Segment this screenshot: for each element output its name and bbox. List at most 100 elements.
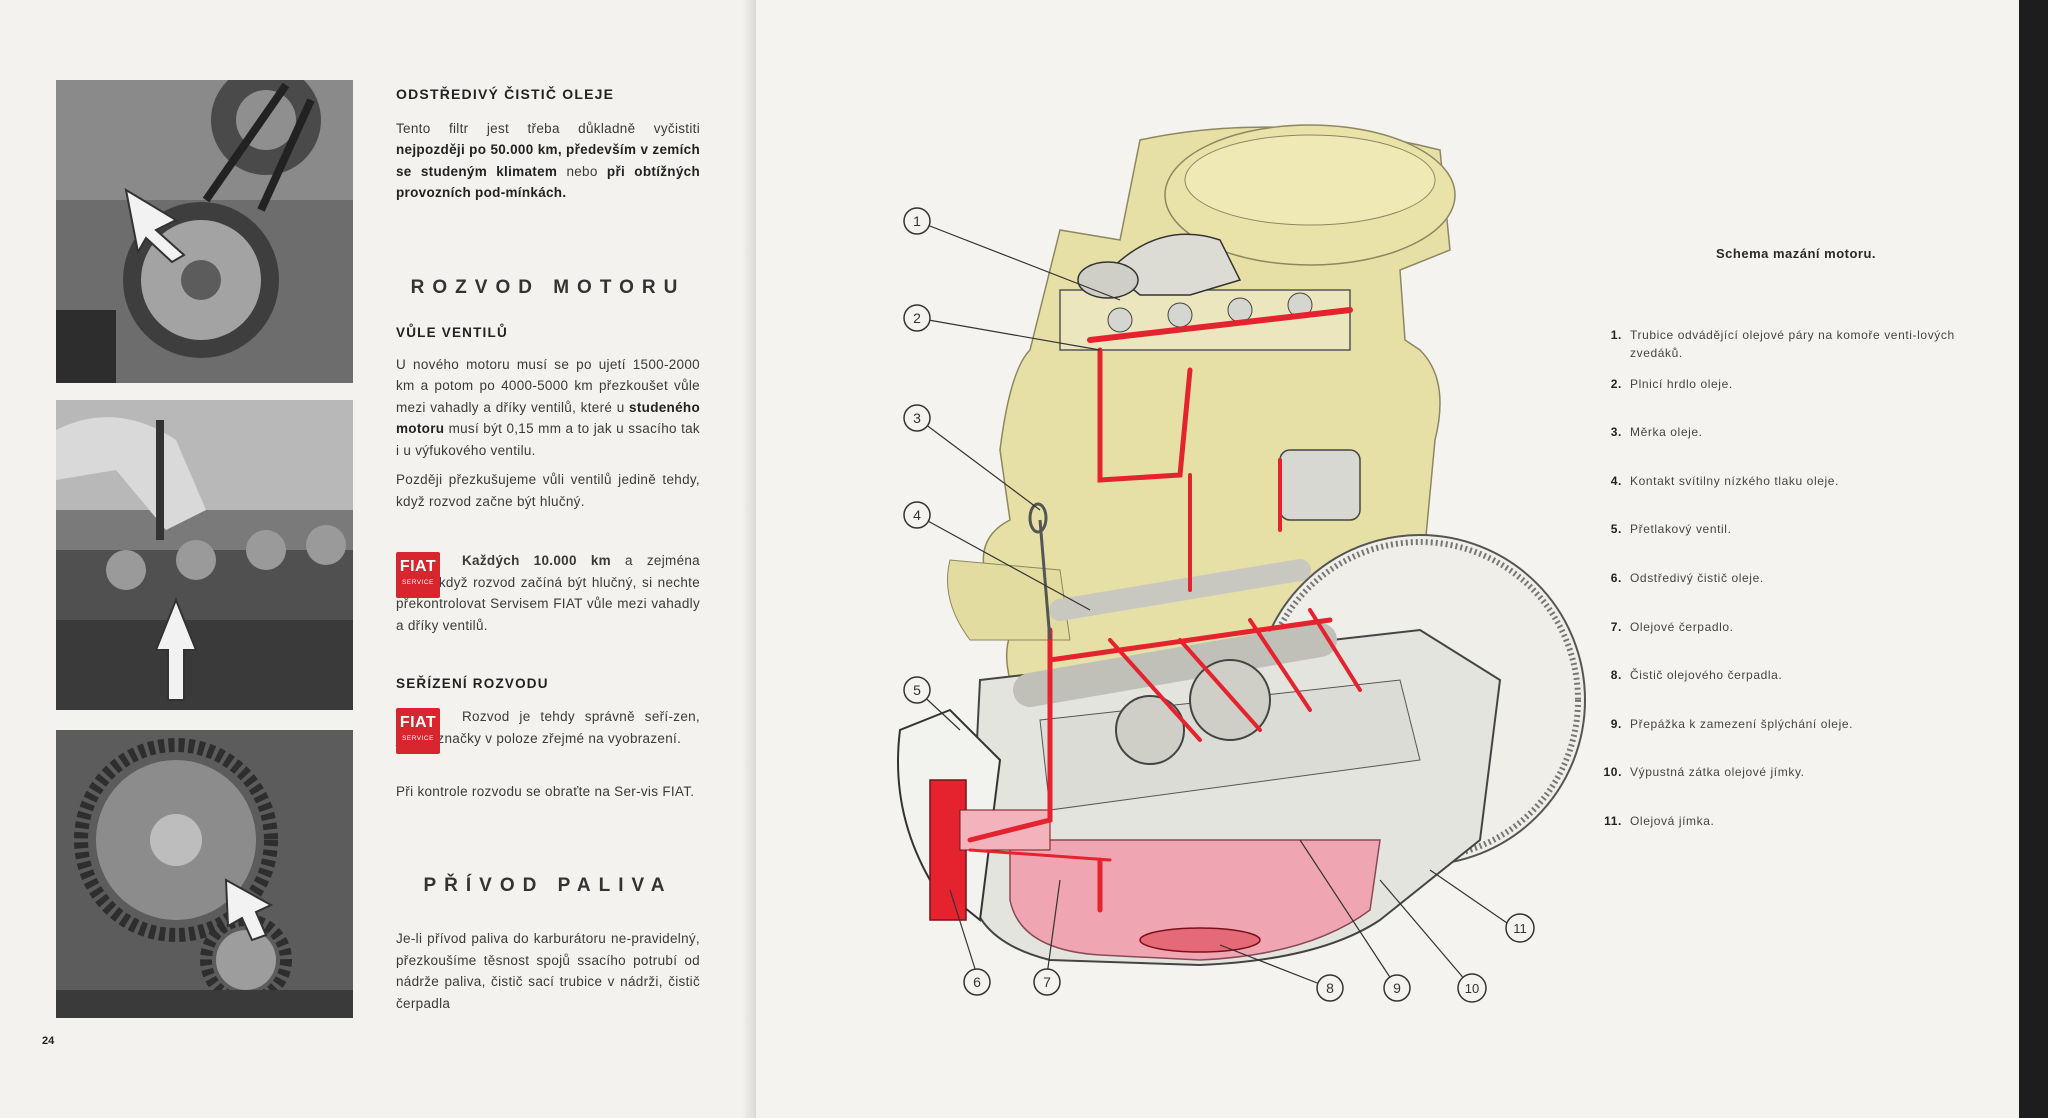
valve-section: VŮLE VENTILŮ U nového motoru musí se po … <box>396 322 700 512</box>
callout-1-label: 1 <box>913 213 921 229</box>
callout-9: 9 <box>1383 974 1411 1002</box>
valve-text-bold: studeného motoru <box>396 399 700 437</box>
legend-item-number: 3. <box>1610 425 1622 440</box>
legend-item: 11. Olejová jímka. <box>1596 812 1990 861</box>
legend-item-text: Výpustná zátka olejové jímky. <box>1630 765 1805 780</box>
legend-item: 2. Plnicí hrdlo oleje. <box>1596 375 1990 424</box>
oil-strainer <box>1139 927 1261 953</box>
legend-item-number: 1. <box>1610 328 1622 342</box>
legend-item: 6. Odstředivý čistič oleje. <box>1596 569 1990 618</box>
valve-text-2: musí být 0,15 mm a to jak u ssacího tak … <box>396 421 700 458</box>
fiat-logo-sub: SERVICE <box>402 735 434 742</box>
callout-8-label: 8 <box>1326 980 1334 996</box>
legend-item-number: 10. <box>1603 765 1622 780</box>
callout-7: 7 <box>1033 968 1061 996</box>
legend-item: 1. Trubice odvádějící olejové páry na kom… <box>1596 326 1990 375</box>
callout-leaders <box>916 220 1508 989</box>
timing-heading: ROZVOD MOTORU <box>410 277 686 298</box>
legend-item-text: Přetlakový ventil. <box>1630 522 1732 537</box>
adjust-heading: SEŘÍZENÍ ROZVODU <box>396 676 549 691</box>
legend-item-number: 4. <box>1610 473 1622 488</box>
callout-8: 8 <box>1316 974 1344 1002</box>
schema-title: Schema mazání motoru. <box>1716 246 1877 261</box>
photo-timing-chain <box>56 730 353 1018</box>
legend-item-number: 11. <box>1604 813 1622 828</box>
legend-item: 9. Přepážka k zamezení šplýchání oleje. <box>1596 715 1990 764</box>
legend-item-number: 5. <box>1610 522 1622 537</box>
callout-4-label: 4 <box>913 507 921 523</box>
callout-11: 11 <box>1505 913 1535 943</box>
left-page: ODSTŘEDIVÝ ČISTIČ OLEJE Tento filtr jest… <box>0 0 756 1118</box>
legend-item: 8. Čistič olejového čerpadla. <box>1596 666 1990 715</box>
filter-text-bold-2: při obtížných provozních pod-mínkách. <box>396 163 701 201</box>
fuel-heading: PŘÍVOD PALIVA <box>423 875 673 896</box>
centrifugal-filter <box>897 708 1051 922</box>
callout-11-label: 11 <box>1513 921 1527 936</box>
engine-lubrication-diagram: 1 2 3 4 5 6 7 8 9 10 11 <box>897 124 1586 1003</box>
legend-item-text: Přepážka k zamezení šplýchání oleje. <box>1630 716 1854 731</box>
legend-item-text: Čistič olejového čerpadla. <box>1630 668 1783 683</box>
legend-item-number: 7. <box>1610 619 1622 634</box>
filter-text-bold: nejpozději po 50.000 km, především v zem… <box>396 142 700 179</box>
legend-item: 4. Kontakt svítilny nízkého tlaku oleje. <box>1596 472 1990 521</box>
callout-5: 5 <box>903 676 931 704</box>
callout-5-label: 5 <box>913 682 921 698</box>
fuel-paragraph: Je-li přívod paliva do karburátoru ne-pr… <box>396 931 700 1011</box>
adjust-fiat-note: FIAT SERVICE Rozvod je tehdy správně seř… <box>396 706 700 754</box>
callout-4: 4 <box>903 501 931 529</box>
valve-heading: VŮLE VENTILŮ <box>396 325 508 340</box>
photo-centrifugal-oil-filter <box>56 80 353 383</box>
callout-7-label: 7 <box>1043 974 1051 990</box>
legend-item-number: 6. <box>1610 570 1622 585</box>
callout-10-label: 10 <box>1465 981 1479 996</box>
valve-paragraph: U nového motoru musí se po ujetí 1500-20… <box>396 354 700 462</box>
fiat-logo-word: FIAT <box>399 558 437 575</box>
legend-item-number: 2. <box>1610 376 1622 391</box>
legend-item-text: Plnicí hrdlo oleje. <box>1630 376 1733 391</box>
filter-section: ODSTŘEDIVÝ ČISTIČ OLEJE Tento filtr jest… <box>396 84 700 204</box>
photo-valve-clearance-adjustment <box>56 400 353 710</box>
valve-fiat-note: FIAT SERVICE Každých 10.000 km a zejména… <box>396 550 700 636</box>
callout-2: 2 <box>903 304 931 332</box>
oil-passages <box>967 307 1362 913</box>
filter-paragraph: Tento filtr jest třeba důkladně vyčistit… <box>396 118 700 204</box>
callout-6-label: 6 <box>973 974 981 990</box>
valve-fiat-bold: Každých 10.000 km <box>462 553 611 568</box>
legend-item: 3. Měrka oleje. <box>1596 423 1990 472</box>
page-number: 24 <box>42 1035 55 1047</box>
legend-item-text: Kontakt svítilny nízkého tlaku oleje. <box>1630 473 1839 488</box>
valve-text: U nového motoru musí se po ujetí 1500-20… <box>396 356 700 415</box>
fiat-logo-word: FIAT <box>399 714 437 731</box>
adjust-section: SEŘÍZENÍ ROZVODU <box>396 673 700 695</box>
valve-fiat-body: a zejména tehdy, když rozvod začíná být … <box>396 553 700 633</box>
callout-10: 10 <box>1457 973 1487 1003</box>
adjust-fiat-text: Rozvod je tehdy správně seří-zen, jsou-l… <box>396 709 700 746</box>
callout-3: 3 <box>903 404 931 432</box>
valve-paragraph-2: Později přezkušujeme vůli ventilů jedině… <box>396 472 700 509</box>
dipstick-handle <box>1028 502 1048 534</box>
filter-heading: ODSTŘEDIVÝ ČISTIČ OLEJE <box>396 86 615 102</box>
legend-item-text: Měrka oleje. <box>1630 425 1703 440</box>
legend-item-text: Odstředivý čistič oleje. <box>1630 570 1764 585</box>
legend-item-number: 8. <box>1610 668 1622 683</box>
legend-item: 10. Výpustná zátka olejové jímky. <box>1596 763 1990 812</box>
legend-item-text: Olejové čerpadlo. <box>1630 619 1734 634</box>
callout-1: 1 <box>903 207 931 235</box>
legend-item-text: Olejová jímka. <box>1630 813 1715 828</box>
legend-item: 7. Olejové čerpadlo. <box>1596 618 1990 667</box>
callout-9-label: 9 <box>1393 980 1401 996</box>
legend-item-text: Trubice odvádějící olejové páry na komoř… <box>1630 328 1955 360</box>
callout-6: 6 <box>963 968 991 996</box>
legend-item: 5. Přetlakový ventil. <box>1596 520 1990 569</box>
fiat-service-logo: FIAT SERVICE <box>396 552 440 598</box>
adjust-paragraph: Při kontrole rozvodu se obraťte na Ser-v… <box>396 784 695 799</box>
fiat-logo-sub: SERVICE <box>402 579 434 586</box>
dipstick <box>1038 519 1052 641</box>
book-right-edge <box>2019 0 2048 1118</box>
legend-item-number: 9. <box>1610 716 1622 731</box>
legend-list: 1. Trubice odvádějící olejové páry na kom… <box>1596 326 1990 861</box>
filter-text: Tento filtr jest třeba důkladně vyčistit… <box>396 120 700 136</box>
callout-3-label: 3 <box>913 410 921 426</box>
callout-2-label: 2 <box>913 310 921 326</box>
valve-fiat-text: Každých 10.000 km a zejména tehdy, když … <box>396 550 700 636</box>
